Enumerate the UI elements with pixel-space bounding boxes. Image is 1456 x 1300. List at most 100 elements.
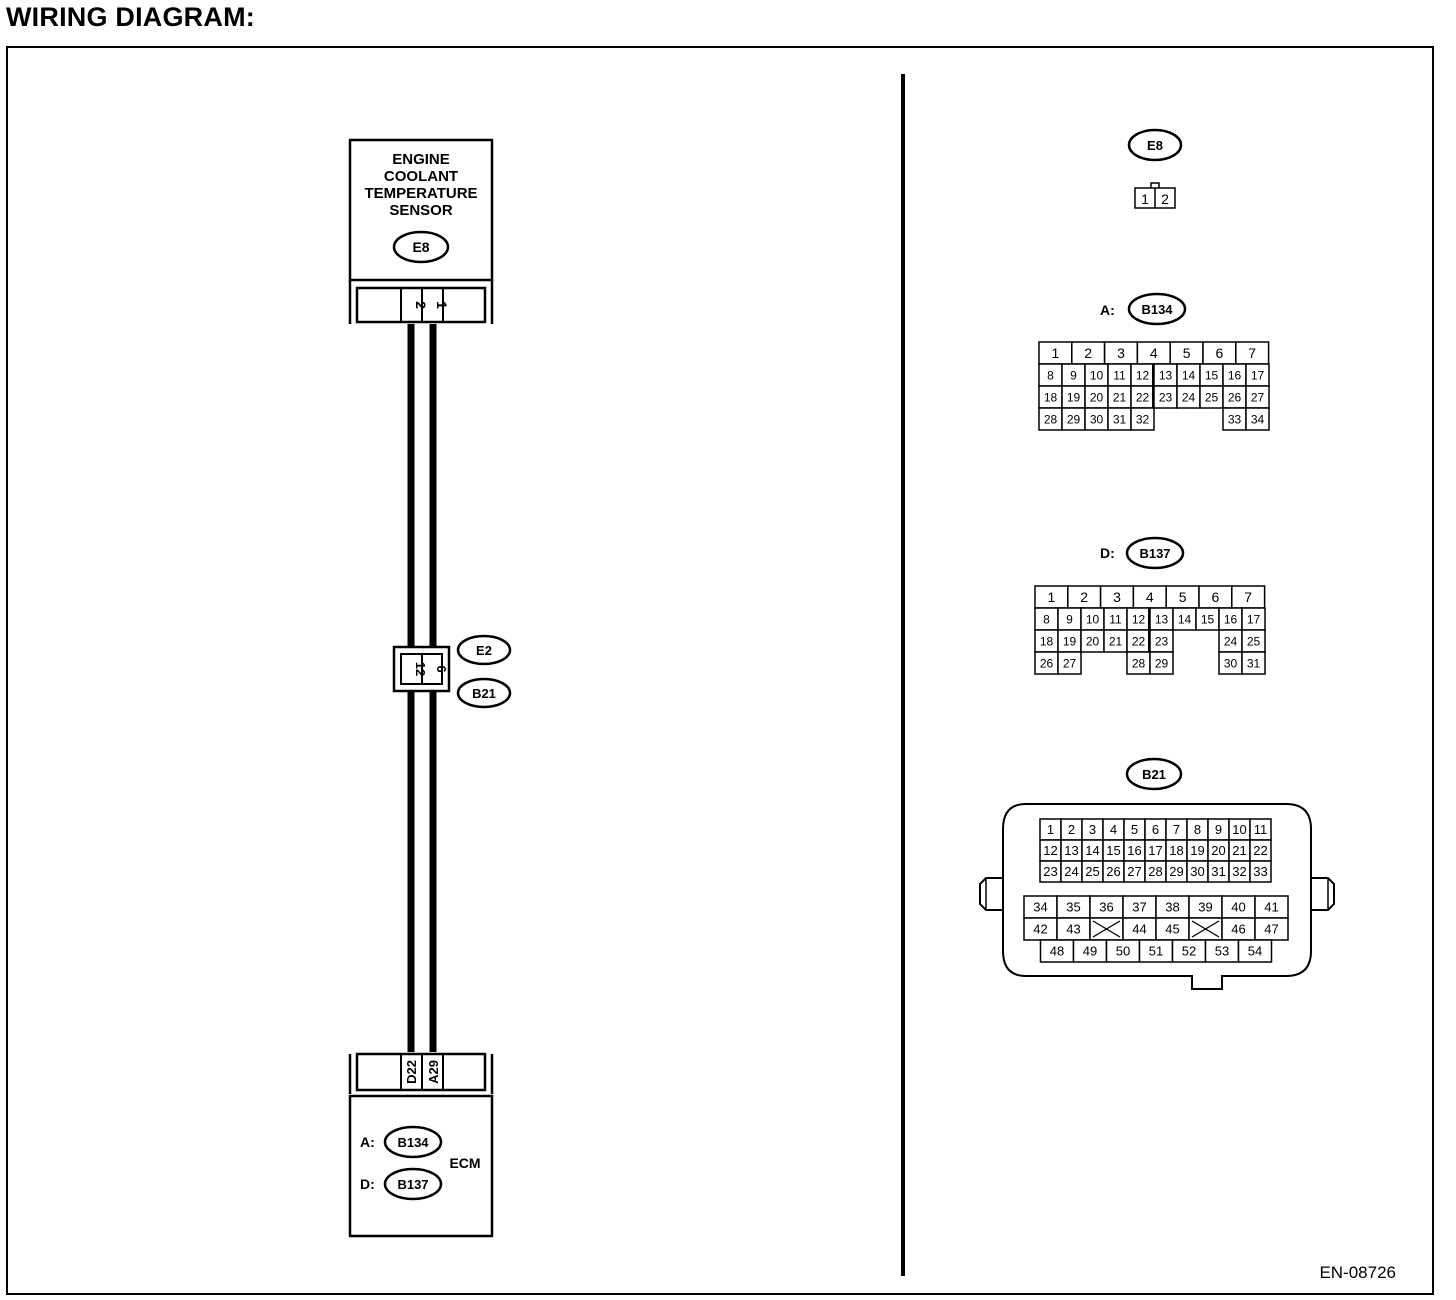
svg-text:27: 27: [1251, 390, 1265, 404]
b21-pin-45: 45: [1155, 917, 1190, 941]
svg-text:23: 23: [1155, 634, 1169, 648]
b21-pin-51: 51: [1138, 939, 1174, 963]
svg-text:4: 4: [1150, 345, 1158, 361]
b134-pin-15: 15: [1199, 363, 1224, 387]
svg-text:17: 17: [1251, 368, 1265, 382]
b21-pin-21: 21: [1228, 839, 1251, 862]
b21-view-badge: [1125, 757, 1183, 791]
svg-text:1: 1: [1052, 345, 1060, 361]
joint-badge-b21: [456, 677, 512, 709]
b134-pin-29: 29: [1061, 407, 1086, 431]
b137-pin-28: 28: [1126, 651, 1151, 675]
svg-text:11: 11: [1109, 612, 1122, 626]
b21-pin-34: 34: [1023, 895, 1058, 919]
b134-pin-10: 10: [1084, 363, 1109, 387]
svg-text:10: 10: [1086, 612, 1100, 626]
svg-text:52: 52: [1182, 944, 1196, 959]
b21-pin-49: 49: [1072, 939, 1108, 963]
svg-text:7: 7: [1248, 345, 1256, 361]
svg-text:34: 34: [1033, 900, 1047, 915]
svg-text:22: 22: [1132, 634, 1146, 648]
b137-pin-15: 15: [1195, 607, 1220, 631]
engine-coolant-temperature-sensor: ENGINE COOLANT TEMPERATURE SENSOR E8 2 1: [348, 138, 494, 324]
svg-text:30: 30: [1224, 656, 1238, 670]
svg-text:15: 15: [1106, 843, 1120, 858]
svg-text:5: 5: [1179, 589, 1187, 605]
svg-text:1: 1: [1048, 589, 1056, 605]
ecm-label-b137: B137: [397, 1177, 428, 1192]
b134-pin-26: 26: [1222, 385, 1247, 409]
b21-pin-24: 24: [1060, 860, 1083, 883]
svg-text:21: 21: [1113, 390, 1127, 404]
b21-pin-48: 48: [1039, 939, 1075, 963]
wire-harness: [407, 324, 437, 1052]
svg-text:2: 2: [1080, 589, 1088, 605]
b134-pin-12: 12: [1130, 363, 1155, 387]
b137-pin-26: 26: [1034, 651, 1059, 675]
b137-pin-11: 11: [1103, 607, 1128, 631]
svg-text:19: 19: [1063, 634, 1077, 648]
b134-pin-31: 31: [1107, 407, 1132, 431]
sensor-label-line-4: SENSOR: [389, 202, 453, 219]
b137-pin-3: 3: [1099, 585, 1135, 609]
b21-pin-8: 8: [1186, 818, 1209, 841]
e8-view-label: E8: [1147, 138, 1163, 153]
b134-pin-5: 5: [1169, 341, 1204, 365]
b137-pin-6: 6: [1198, 585, 1233, 609]
b21-pin-7: 7: [1165, 818, 1188, 841]
b137-pin-1: 1: [1034, 585, 1069, 609]
b21-pin-28: 28: [1144, 860, 1167, 883]
joint-badge-e2: [456, 634, 512, 666]
svg-text:15: 15: [1201, 612, 1215, 626]
b21-right-latch: [1311, 877, 1335, 911]
b21-pin-16: 16: [1123, 839, 1146, 862]
svg-text:26: 26: [1228, 390, 1242, 404]
svg-text:16: 16: [1228, 368, 1242, 382]
b134-view-label: B134: [1141, 302, 1173, 317]
b21-pin-11: 11: [1249, 818, 1272, 841]
b134-pin-34: 34: [1245, 407, 1270, 431]
b21-pin-35: 35: [1056, 895, 1091, 919]
svg-text:14: 14: [1085, 843, 1099, 858]
svg-text:32: 32: [1136, 412, 1150, 426]
sensor-label-line-3: TEMPERATURE: [364, 185, 477, 202]
svg-text:10: 10: [1090, 368, 1104, 382]
b134-view-badge: [1127, 292, 1187, 326]
b21-pin-38: 38: [1155, 895, 1190, 919]
b21-pin-36: 36: [1089, 895, 1124, 919]
ecm-label-b134: B134: [397, 1135, 429, 1150]
sensor-connector-label: E8: [412, 239, 429, 255]
svg-text:47: 47: [1264, 922, 1278, 937]
b134-pin-33: 33: [1222, 407, 1247, 431]
svg-text:9: 9: [1215, 822, 1222, 837]
svg-text:14: 14: [1178, 612, 1192, 626]
b137-pin-16: 16: [1218, 607, 1243, 631]
svg-text:11: 11: [1254, 822, 1268, 837]
svg-text:43: 43: [1066, 922, 1080, 937]
b137-pin-14: 14: [1172, 607, 1197, 631]
svg-text:20: 20: [1211, 843, 1225, 858]
svg-text:10: 10: [1232, 822, 1246, 837]
b134-pin-2: 2: [1071, 341, 1106, 365]
svg-text:41: 41: [1264, 900, 1278, 915]
svg-text:13: 13: [1064, 843, 1078, 858]
b134-pin-4: 4: [1136, 341, 1171, 365]
svg-text:19: 19: [1067, 390, 1081, 404]
svg-text:21: 21: [1109, 634, 1123, 648]
svg-text:3: 3: [1089, 822, 1096, 837]
svg-text:44: 44: [1132, 922, 1146, 937]
svg-text:8: 8: [1047, 368, 1054, 382]
svg-text:40: 40: [1231, 900, 1245, 915]
ecm-box: D22 A29 A: B134 D: B137 ECM: [348, 1052, 494, 1238]
b21-pin-25: 25: [1081, 860, 1104, 883]
svg-text:16: 16: [1127, 843, 1141, 858]
b137-pin-19: 19: [1057, 629, 1082, 653]
ecm-badge-b137: [383, 1167, 443, 1201]
b137-pin-2: 2: [1067, 585, 1102, 609]
svg-text:21: 21: [1232, 843, 1246, 858]
b137-pin-29: 29: [1149, 651, 1174, 675]
svg-text:7: 7: [1244, 589, 1252, 605]
b21-pin-43: 43: [1056, 917, 1091, 941]
